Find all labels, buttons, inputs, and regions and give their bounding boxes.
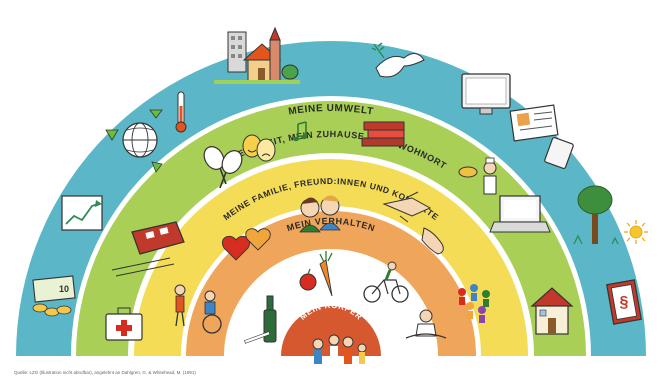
banknote-value: 10 [59,284,69,294]
first-aid-kit-icon [105,307,143,341]
globe-climate-icon [105,109,163,173]
thermometer-icon [175,91,187,133]
handshake-icon [382,191,432,223]
tree-sun-icon [573,185,648,245]
family-people-icon [312,334,367,364]
people-group-icon [458,284,490,323]
bottle-cigarette-icon [244,295,277,344]
meditation-person-icon [405,309,447,339]
ring-label-umwelt: MEINE UMWELT [288,103,375,118]
ring-koerper [281,306,381,356]
music-note-icon [293,121,307,142]
ring-umwelt [16,41,646,356]
hand-gesture-icon [421,227,444,255]
cook-worker-icon [458,157,497,195]
computer-monitor-icon [461,73,511,115]
newspaper-icon [509,104,559,142]
peace-dove-icon [371,42,425,78]
elderly-wheelchair-icon [174,284,222,334]
paragraph-sign: § [620,294,629,311]
hearts-icon [222,228,271,261]
cyclist-icon [363,261,409,303]
books-stack-icon [361,121,405,147]
source-note: Quelle: LZG (Illustration nicht abrufbar… [14,370,196,375]
theater-masks-icon [242,134,276,162]
laptop-icon [489,195,551,233]
carrot-apple-icon [299,251,333,297]
law-book-icon: § [606,279,642,325]
money-icon: 10 [32,275,76,317]
smartphone-icon [544,136,574,170]
town-buildings-icon [214,26,300,84]
couple-icon [299,195,341,233]
train-icon [111,221,185,277]
house-icon [530,287,574,335]
ring-arbeit [76,101,586,356]
tennis-rackets-icon [203,146,243,189]
growth-chart-icon [61,195,103,231]
